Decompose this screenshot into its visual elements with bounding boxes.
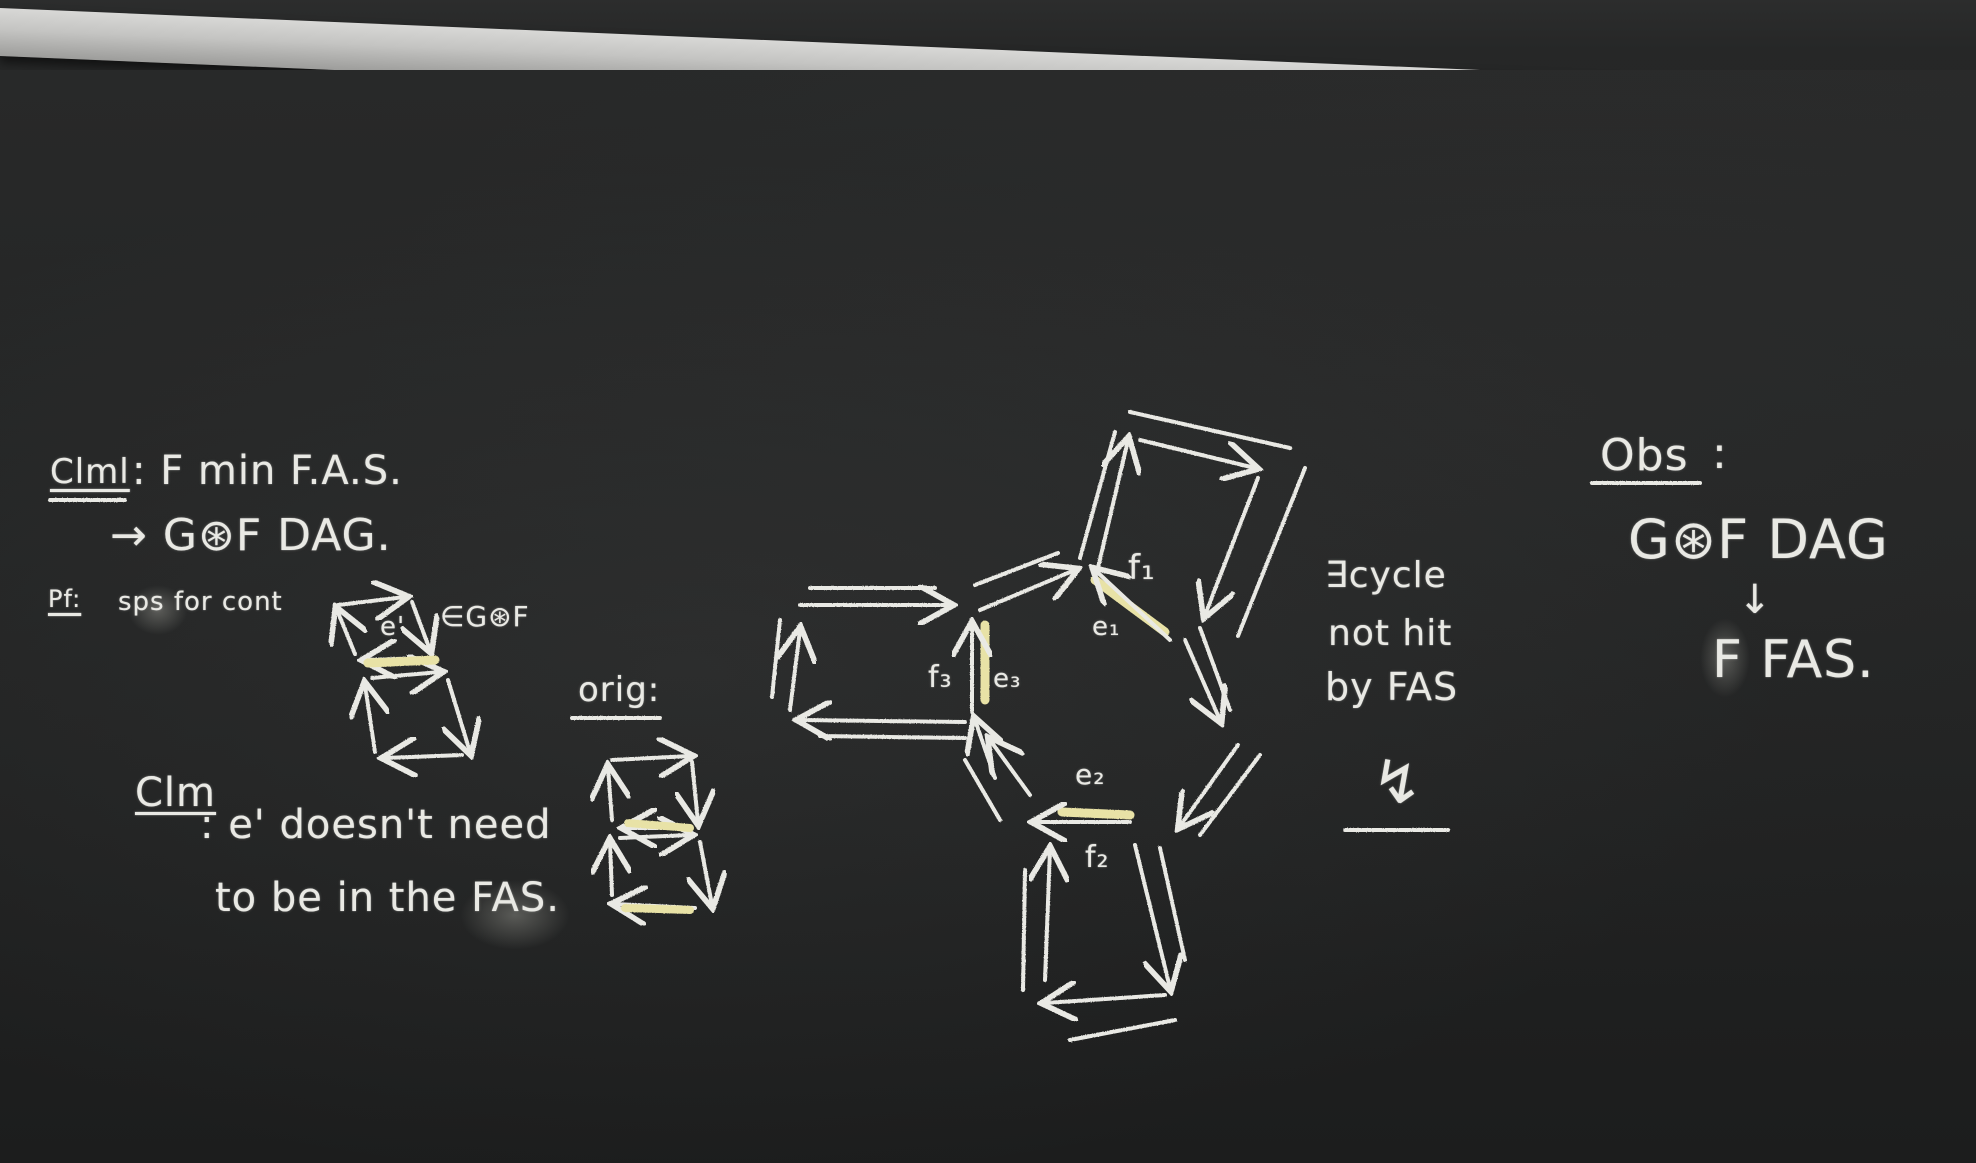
center-left-cycle xyxy=(770,588,967,738)
label-f1: f₁ xyxy=(1128,548,1156,588)
center-main-cycle xyxy=(963,551,1262,837)
contradiction-symbol: ↯ xyxy=(1372,748,1424,818)
orig-highlight-top xyxy=(624,819,694,832)
edge-e2-highlight xyxy=(1057,807,1135,820)
claim-implies: → G⊛F DAG. xyxy=(110,510,392,561)
small-cycle-bottom xyxy=(365,672,470,758)
orig-cycle xyxy=(608,756,712,908)
label-f3: f₃ xyxy=(928,660,953,695)
cycle-line-1: ∃cycle xyxy=(1325,555,1447,596)
label-e3: e₃ xyxy=(993,664,1022,694)
claim-text: : F min F.A.S. xyxy=(132,448,403,494)
cycle-line-3: by FAS xyxy=(1325,665,1459,709)
obs-line-1: G⊛F DAG xyxy=(1628,508,1889,571)
obs-line-2: F FAS. xyxy=(1712,630,1875,690)
proof-text: sps for cont xyxy=(118,587,283,617)
member-text: ∈G⊛F xyxy=(440,600,530,633)
edge-e1 xyxy=(1095,570,1172,642)
orig-highlight-bottom xyxy=(621,904,694,914)
label-e1: e₁ xyxy=(1092,612,1121,642)
center-top-cycle xyxy=(1078,410,1307,638)
center-bottom-cycle xyxy=(1021,845,1187,1042)
obs-colon: : xyxy=(1712,428,1728,479)
smudge xyxy=(1700,618,1750,698)
cm-label: Clm xyxy=(135,770,217,816)
proof-label: Pf: xyxy=(48,585,82,613)
cm-text-2: to be in the FAS. xyxy=(215,875,560,921)
obs-label: Obs xyxy=(1600,430,1689,481)
orig-label: orig: xyxy=(578,670,661,710)
obs-arrow: ↓ xyxy=(1738,577,1773,623)
highlight-edge xyxy=(363,655,440,668)
label-e2: e₂ xyxy=(1075,758,1106,791)
edge-label-e-prime: e' xyxy=(380,612,406,642)
label-f2: f₂ xyxy=(1085,840,1110,875)
smudge xyxy=(460,880,570,950)
smudge xyxy=(128,585,188,635)
claim-label: Clml xyxy=(50,452,130,492)
cycle-line-2: not hit xyxy=(1328,613,1453,654)
cm-text-1: : e' doesn't need xyxy=(200,802,552,848)
